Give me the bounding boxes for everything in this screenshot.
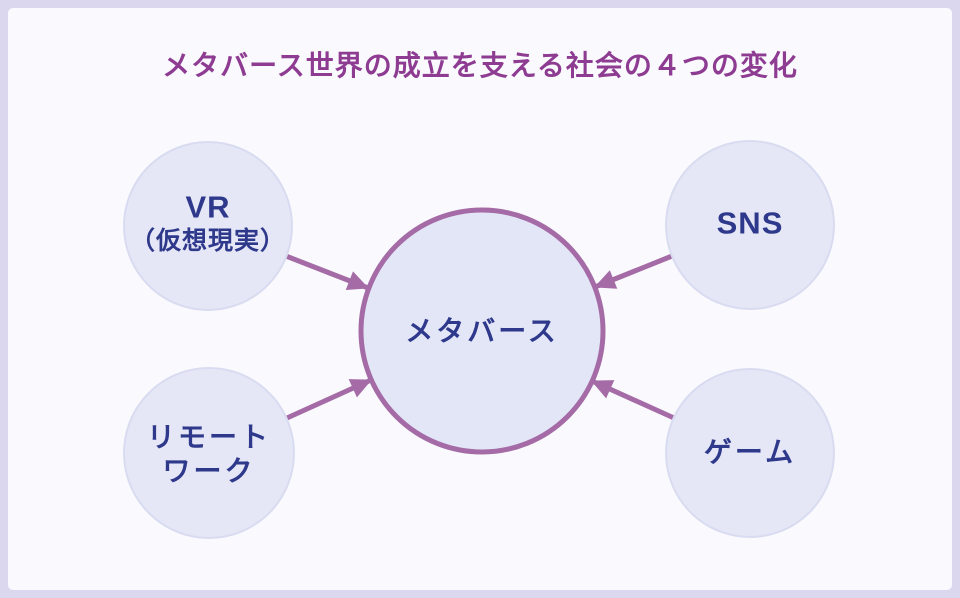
sns-node-label: SNS [717, 206, 784, 241]
arrow-vr-to-center [285, 253, 369, 291]
remote-node-label-line1: リモート [147, 422, 271, 453]
game-node-circle [665, 368, 835, 538]
game-node-label: ゲーム [704, 437, 796, 468]
sns-node-circle [665, 140, 835, 310]
diagram-title: メタバース世界の成立を支える社会の４つの変化 [162, 50, 798, 81]
remote-node-label-line2: ワーク [162, 456, 255, 487]
arrow-sns-to-center [594, 253, 673, 290]
vr-node-circle [123, 141, 293, 311]
vr-node-label-line1: VR [185, 190, 230, 225]
remote-node-circle [123, 367, 295, 539]
arrow-remote-to-center [285, 377, 373, 421]
arrow-game-to-center [590, 378, 676, 421]
center-node-circle [358, 207, 606, 455]
center-node-label: メタバース [405, 316, 559, 347]
vr-node-label-line2: （仮想現実） [130, 226, 286, 255]
